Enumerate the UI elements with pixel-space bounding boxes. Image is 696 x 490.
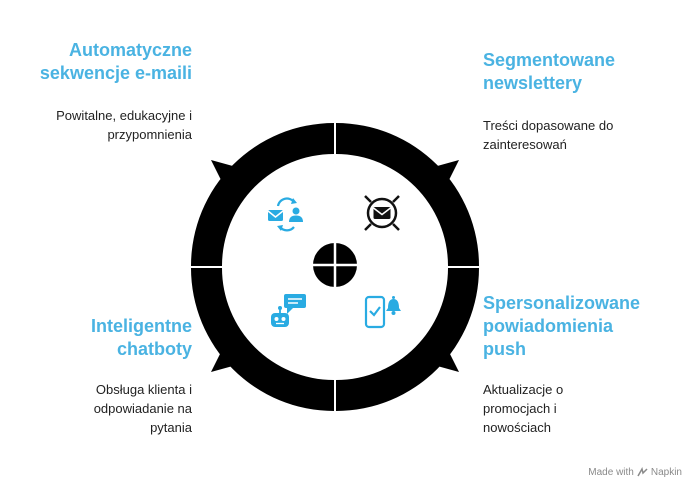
ring-segment-top-left bbox=[191, 123, 334, 266]
segment-description: Obsługa klienta i odpowiadanie na pytani… bbox=[93, 382, 192, 435]
ring-arrow-top-left bbox=[211, 160, 240, 186]
segment-bottom-right: Spersonalizowane powiadomienia push Aktu… bbox=[483, 292, 683, 437]
ring bbox=[191, 123, 479, 411]
ring-arrow-top-right bbox=[430, 160, 459, 186]
segment-title: Spersonalizowane powiadomienia push bbox=[483, 293, 641, 359]
napkin-watermark[interactable]: Made with Napkin bbox=[588, 467, 682, 478]
watermark-label: Made with bbox=[588, 467, 634, 478]
email-sync-icon bbox=[267, 197, 303, 232]
segment-description: Treści dopasowane do zainteresowań bbox=[483, 118, 614, 152]
watermark-brand: Napkin bbox=[650, 467, 682, 478]
ring-segment-bottom-left bbox=[191, 268, 334, 411]
segment-title: Automatyczne sekwencje e-maili bbox=[39, 40, 192, 83]
center-crosshair-icon bbox=[313, 243, 357, 287]
segment-title: Segmentowane newslettery bbox=[483, 50, 616, 93]
napkin-logo-icon bbox=[637, 467, 648, 477]
ring-segment-top-right bbox=[336, 123, 479, 266]
segment-top-right: Segmentowane newslettery Treści dopasowa… bbox=[483, 49, 673, 154]
ring-arrow-bottom-right bbox=[430, 346, 459, 372]
ring-arrow-bottom-left bbox=[211, 346, 240, 372]
segment-title: Inteligentne chatboty bbox=[90, 316, 192, 359]
push-notification-icon bbox=[364, 295, 401, 329]
segment-top-left: Automatyczne sekwencje e-maili Powitalne… bbox=[20, 39, 192, 144]
segment-description: Aktualizacje o promocjach i nowościach bbox=[483, 382, 564, 435]
ring-segment-bottom-right bbox=[336, 268, 479, 411]
segment-bottom-left: Inteligentne chatboty Obsługa klienta i … bbox=[20, 315, 192, 437]
target-email-icon bbox=[364, 195, 400, 231]
segment-description: Powitalne, edukacyjne i przypomnienia bbox=[56, 108, 192, 142]
chatbot-icon bbox=[271, 294, 306, 327]
